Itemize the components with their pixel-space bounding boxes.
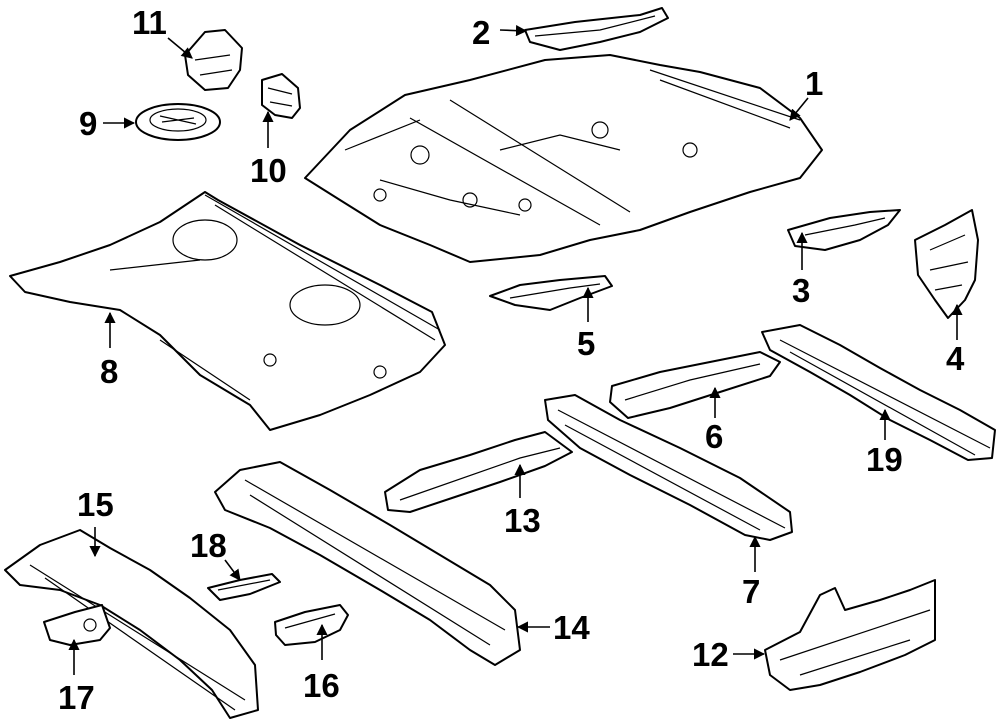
part-9-hole-plug[interactable] bbox=[135, 103, 221, 141]
part-8-rear-floor-pan[interactable] bbox=[9, 191, 446, 431]
callout-16: 16 bbox=[303, 667, 340, 704]
part-10-bracket[interactable] bbox=[261, 73, 301, 119]
part-13-reinforcement[interactable] bbox=[384, 431, 573, 513]
callout-12: 12 bbox=[692, 636, 729, 673]
callout-labels: 1 2 3 4 5 6 7 8 9 10 11 12 13 14 15 16 1… bbox=[58, 4, 965, 716]
callout-9: 9 bbox=[79, 105, 97, 142]
callout-17: 17 bbox=[58, 679, 95, 716]
callout-10: 10 bbox=[250, 152, 287, 189]
part-1-front-floor-pan[interactable] bbox=[304, 54, 823, 263]
callout-5: 5 bbox=[577, 325, 595, 362]
part-14-floor-member[interactable] bbox=[214, 461, 521, 666]
part-18-bracket[interactable] bbox=[207, 573, 281, 601]
callout-6: 6 bbox=[705, 418, 723, 455]
callout-14: 14 bbox=[553, 609, 590, 646]
part-7-rocker-reinforcement[interactable] bbox=[544, 394, 793, 541]
part-19-crossmember[interactable] bbox=[761, 324, 996, 461]
leader-lines bbox=[68, 25, 963, 675]
part-12-rear-extension[interactable] bbox=[764, 579, 936, 691]
callout-11: 11 bbox=[132, 4, 167, 41]
callout-4: 4 bbox=[946, 340, 965, 377]
callout-3: 3 bbox=[792, 272, 810, 309]
callout-19: 19 bbox=[866, 441, 903, 478]
callout-18: 18 bbox=[190, 527, 227, 564]
callout-1: 1 bbox=[805, 65, 823, 102]
part-17-bracket[interactable] bbox=[43, 604, 111, 646]
callout-13: 13 bbox=[504, 502, 541, 539]
part-16-bracket[interactable] bbox=[274, 604, 349, 646]
callout-2: 2 bbox=[472, 14, 490, 51]
callout-15: 15 bbox=[77, 486, 114, 523]
part-5-bracket[interactable] bbox=[489, 275, 613, 311]
part-4-side-extension[interactable] bbox=[914, 209, 979, 319]
part-11-bracket[interactable] bbox=[184, 29, 243, 91]
part-15-side-member[interactable] bbox=[4, 529, 259, 719]
part-2-dash-panel-member[interactable] bbox=[524, 7, 669, 51]
callout-8: 8 bbox=[100, 353, 118, 390]
part-6-reinforcement[interactable] bbox=[609, 351, 781, 419]
part-3-bracket[interactable] bbox=[787, 209, 901, 251]
callout-7: 7 bbox=[742, 573, 760, 610]
